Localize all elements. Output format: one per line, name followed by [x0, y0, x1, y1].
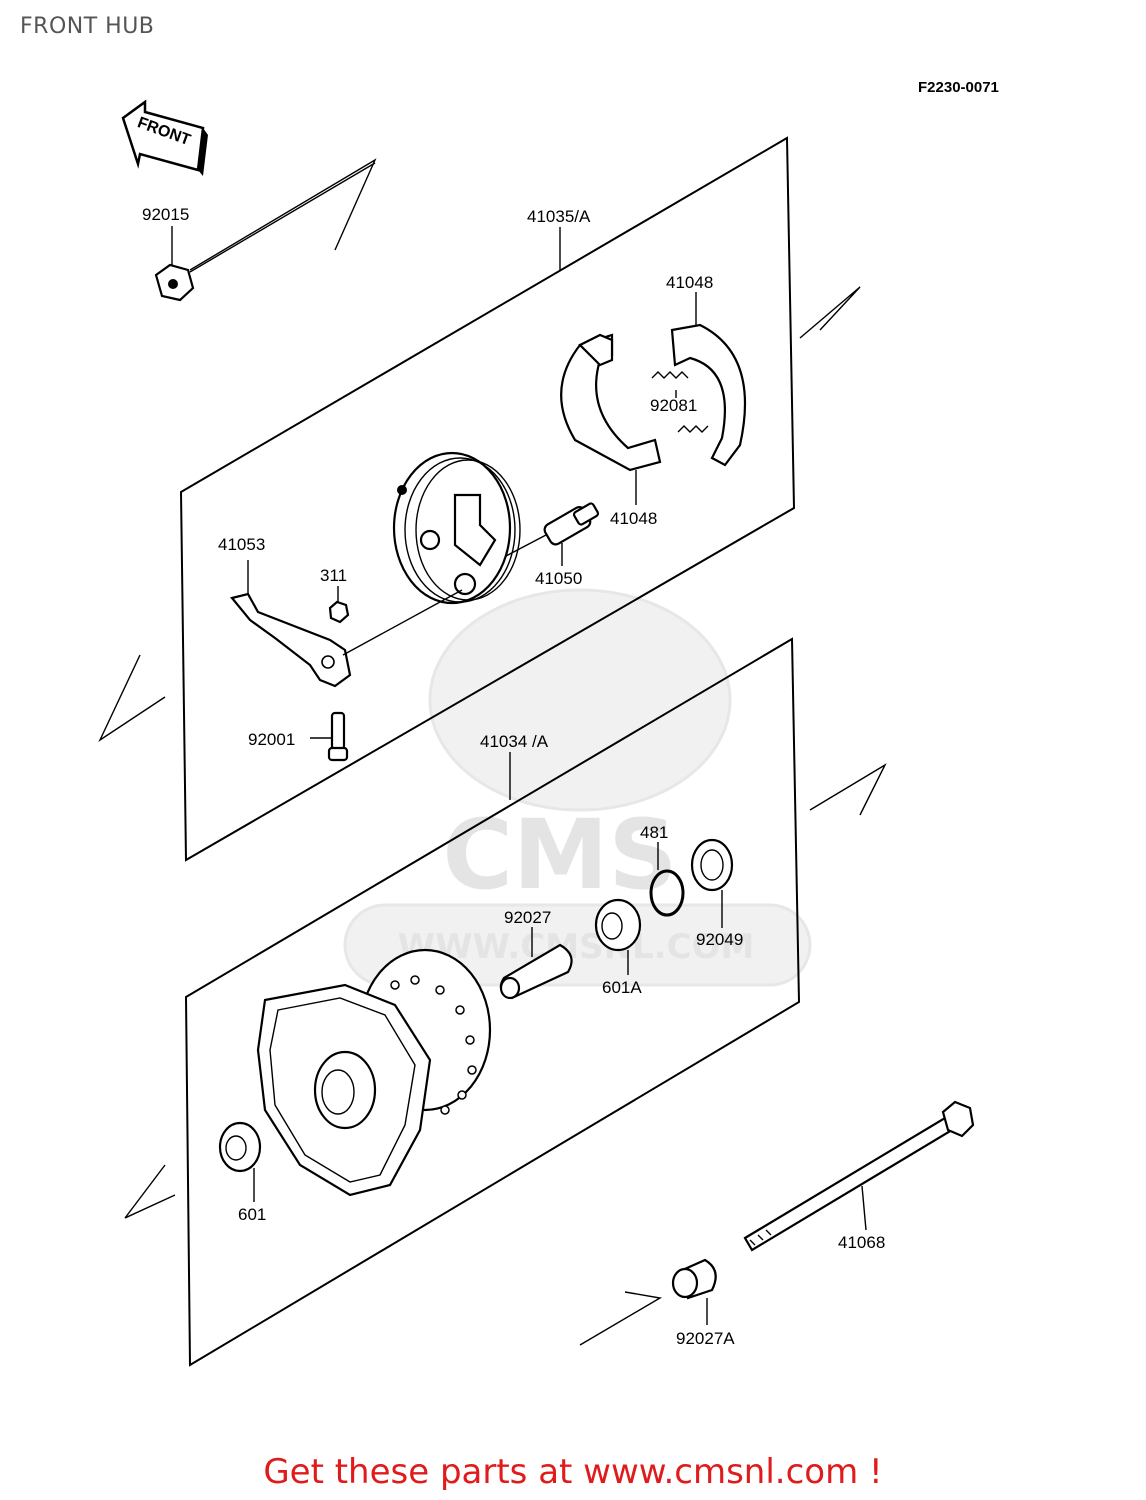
part-41050-camshaft: [505, 502, 600, 557]
watermark: CMS WWW.CMSNL.COM: [343, 588, 812, 987]
promo-link[interactable]: Get these parts at www.cmsnl.com !: [263, 1452, 883, 1492]
label-92027A: 92027A: [676, 1329, 735, 1348]
part-92015-nut: [154, 162, 376, 302]
hub-panel-frame: [184, 637, 801, 1367]
part-601A-bearing: [594, 898, 642, 975]
label-481: 481: [640, 823, 668, 842]
watermark-brand: CMS: [442, 799, 677, 911]
part-41048-brake-shoe-left: [560, 333, 662, 472]
part-601-bearing: [218, 1121, 262, 1202]
label-92049: 92049: [696, 930, 743, 949]
label-311: 311: [320, 566, 347, 585]
label-41034: 41034 /A: [480, 732, 549, 751]
label-92001: 92001: [248, 730, 295, 749]
label-92015: 92015: [142, 205, 189, 224]
label-92081: 92081: [650, 396, 697, 415]
label-41048-top: 41048: [666, 273, 713, 292]
label-601: 601: [238, 1205, 266, 1224]
part-92027-spacer: [499, 927, 573, 1000]
part-brake-panel: [392, 451, 521, 605]
part-92049-oil-seal: [690, 838, 734, 928]
page-title: FRONT HUB: [20, 14, 155, 39]
label-41048-bottom: 41048: [610, 509, 657, 528]
label-41053: 41053: [218, 535, 265, 554]
part-311-nut: [328, 586, 350, 624]
part-92081-springs: [651, 371, 709, 433]
part-481-circlip: [649, 842, 685, 917]
part-41053-brake-lever: [230, 560, 463, 688]
part-92001-bolt: [310, 711, 349, 762]
part-41048-brake-shoe-right: [670, 323, 747, 467]
label-41050: 41050: [535, 569, 582, 588]
part-92027A-collar: [671, 1258, 717, 1325]
part-hub: [256, 948, 492, 1197]
front-arrow-icon: FRONT: [121, 99, 208, 176]
brake-panel-frame: [179, 136, 796, 862]
part-41068-axle: [743, 1100, 975, 1252]
break-marks: [98, 158, 887, 1346]
label-92027: 92027: [504, 908, 551, 927]
label-41035: 41035/A: [527, 207, 591, 226]
label-601A: 601A: [602, 978, 642, 997]
label-41068: 41068: [838, 1233, 885, 1252]
reference-code: F2230-0071: [918, 79, 999, 96]
